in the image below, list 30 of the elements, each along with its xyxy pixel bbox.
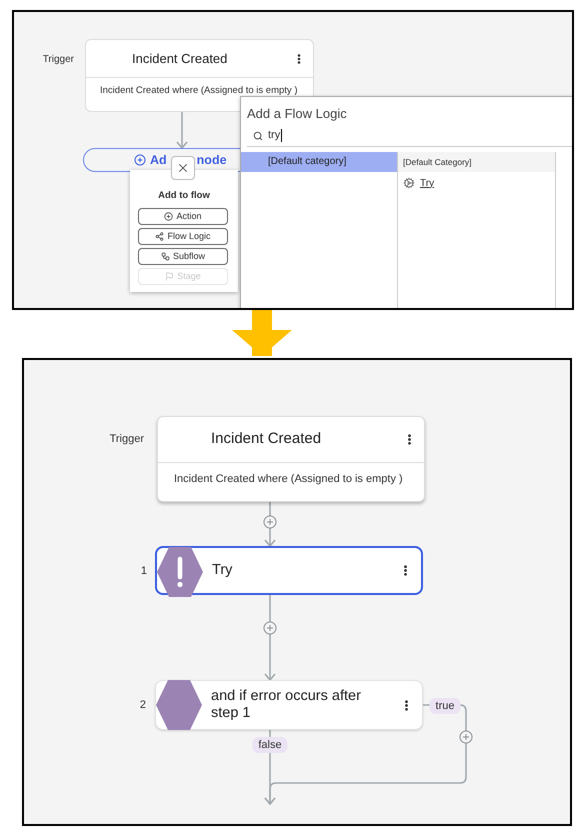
step-title: and if error occurs after step 1 [211, 688, 362, 722]
menu-button: Subflow [138, 248, 228, 265]
column-header: [Default Category] [398, 152, 555, 172]
step-label: Trigger [42, 53, 74, 67]
screenshot-panel [12, 10, 574, 310]
menu-button: Action [138, 208, 228, 225]
step-label: 2 [140, 698, 146, 713]
search-field: try [247, 125, 572, 147]
category-row: [Default category] [241, 152, 397, 172]
card-subtitle: Incident Created where (Assigned to is empty ) [100, 84, 298, 98]
edge-label: false [252, 737, 288, 753]
connector-arrow [176, 112, 188, 149]
screenshot-panel [22, 358, 572, 826]
link: Try [420, 176, 434, 190]
flow-logic-panel [240, 96, 572, 308]
step-title: Try [212, 562, 234, 579]
edge-label: true [430, 698, 460, 714]
card-subtitle: Incident Created where (Assigned to is empty ) [174, 472, 403, 487]
menu-button: Flow Logic [138, 228, 228, 245]
step-label: 1 [140, 563, 147, 578]
step-label: Trigger [110, 432, 144, 447]
panel-title: Add a Flow Logic [247, 105, 347, 123]
connector-arrow [264, 595, 276, 681]
connector-arrow [264, 704, 467, 805]
card-title: Incident Created [211, 429, 322, 450]
button-text: Ad [150, 152, 167, 169]
menu-heading: Add to flow [158, 189, 210, 203]
button-text: node [196, 152, 227, 169]
block-arrow [232, 310, 292, 356]
card-title: Incident Created [132, 50, 228, 68]
